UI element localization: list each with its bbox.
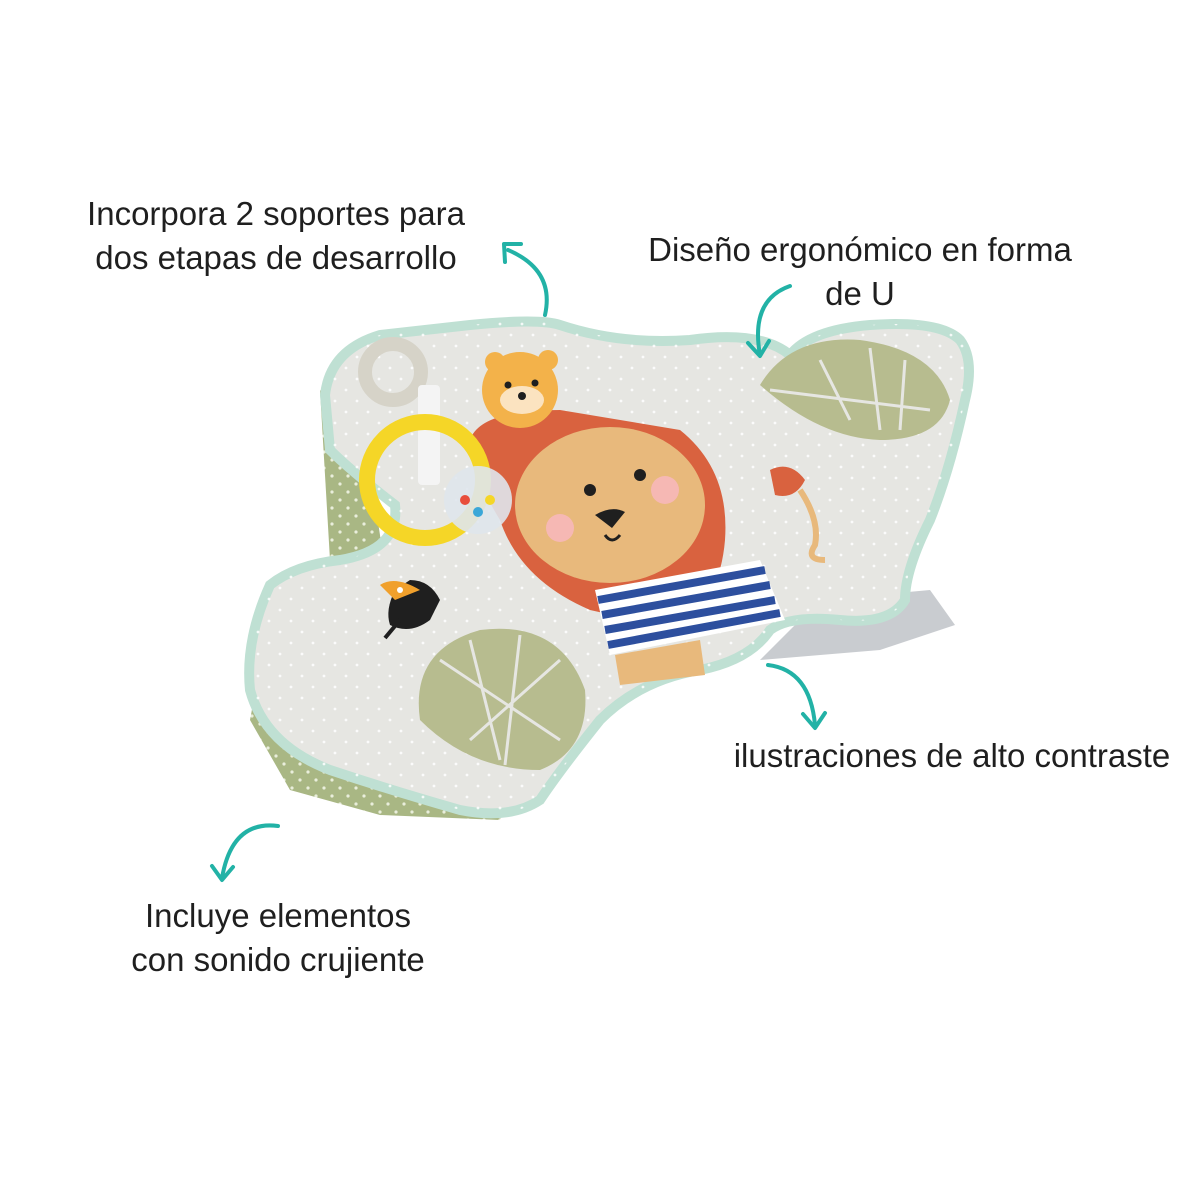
arrow-icon — [502, 242, 549, 317]
callout-sonido-line-2: con sonido crujiente — [131, 941, 425, 978]
callout-diseno-line-2: de U — [825, 275, 895, 312]
callout-ilustraciones-line-1: ilustraciones de alto contraste — [733, 737, 1171, 774]
leaf-icon — [418, 628, 586, 770]
toucan-icon — [380, 580, 440, 640]
callout-soportes-line-1: Incorpora 2 soportes para — [87, 195, 465, 232]
arrow-icon — [766, 663, 827, 730]
lion-icon — [470, 410, 826, 685]
callout-ilustraciones: ilustraciones de alto contraste — [704, 734, 1200, 778]
callout-soportes: Incorpora 2 soportes para dos etapas de … — [60, 192, 492, 280]
callout-sonido-line-1: Incluye elementos — [145, 897, 411, 934]
arrow-icon — [746, 284, 792, 358]
callout-soportes-line-2: dos etapas de desarrollo — [95, 239, 457, 276]
callout-diseno: Diseño ergonómico en forma de U — [614, 228, 1106, 316]
cub-icon — [482, 350, 558, 428]
arrow-icon — [210, 823, 280, 882]
callout-diseno-line-1: Diseño ergonómico en forma — [648, 231, 1072, 268]
rattle-ring-icon — [358, 337, 512, 546]
leaf-icon — [760, 339, 950, 440]
callout-sonido: Incluye elementos con sonido crujiente — [92, 894, 464, 982]
